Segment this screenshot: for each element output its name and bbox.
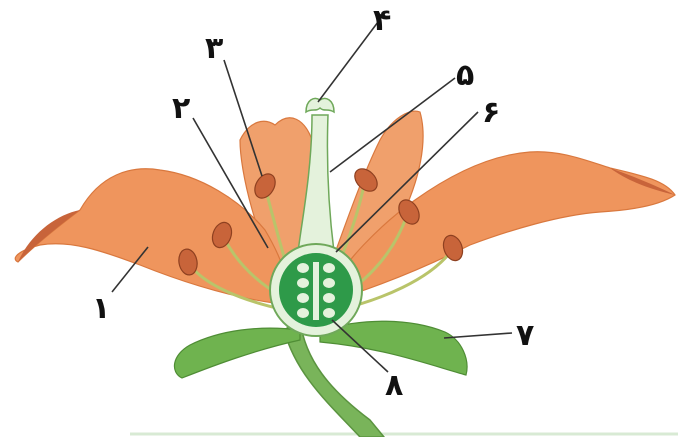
- sepal-left: [174, 328, 300, 378]
- label-4: ۴: [373, 3, 391, 38]
- label-3: ۳: [205, 31, 223, 66]
- leader-line-7: [444, 333, 512, 338]
- label-8: ۸: [385, 368, 403, 403]
- label-2: ۲: [172, 91, 190, 126]
- ovule: [297, 308, 309, 318]
- label-7: ۷: [516, 318, 534, 353]
- ovule: [297, 263, 309, 273]
- ovary: [270, 244, 362, 336]
- label-1: ۱: [92, 291, 110, 326]
- label-5: ۵: [456, 58, 474, 93]
- ovule: [323, 293, 335, 303]
- ovule: [323, 308, 335, 318]
- ovule: [323, 263, 335, 273]
- ovule: [323, 278, 335, 288]
- leader-line-4: [318, 22, 378, 102]
- ovule: [297, 293, 309, 303]
- placenta: [313, 262, 319, 320]
- ovule: [297, 278, 309, 288]
- label-6: ۶: [482, 95, 500, 130]
